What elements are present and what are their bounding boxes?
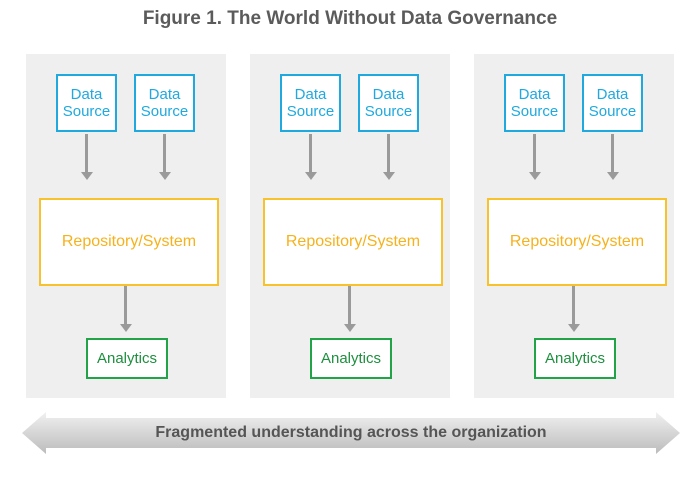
- data-source-box: Data Source: [504, 74, 565, 132]
- analytics-box: Analytics: [534, 338, 616, 379]
- footer-caption: Fragmented understanding across the orga…: [155, 424, 547, 441]
- down-arrow-icon: [607, 134, 619, 180]
- down-arrow-icon: [529, 134, 541, 180]
- down-arrow-icon: [344, 286, 356, 332]
- data-source-label-line1: Data: [596, 86, 629, 103]
- analytics-box: Analytics: [310, 338, 392, 379]
- data-source-label-line2: Source: [140, 103, 189, 120]
- down-arrow-icon: [568, 286, 580, 332]
- down-arrow-icon: [81, 134, 93, 180]
- system-panel-3: Data Source Data Source Repository/Syste…: [474, 54, 674, 398]
- repository-system-box: Repository/System: [487, 198, 667, 286]
- data-source-box: Data Source: [56, 74, 117, 132]
- fragmented-understanding-band: Fragmented understanding across the orga…: [22, 412, 680, 454]
- down-arrow-icon: [120, 286, 132, 332]
- down-arrow-icon: [383, 134, 395, 180]
- data-source-label-line2: Source: [286, 103, 335, 120]
- analytics-box: Analytics: [86, 338, 168, 379]
- data-source-box: Data Source: [134, 74, 195, 132]
- system-panel-1: Data Source Data Source Repository/Syste…: [26, 54, 226, 398]
- figure-title: Figure 1. The World Without Data Governa…: [142, 8, 558, 29]
- data-source-label-line2: Source: [510, 103, 559, 120]
- data-source-label-line1: Data: [294, 86, 327, 103]
- data-source-label-line2: Source: [364, 103, 413, 120]
- down-arrow-icon: [305, 134, 317, 180]
- data-source-label-line1: Data: [372, 86, 405, 103]
- data-source-label-line1: Data: [70, 86, 103, 103]
- double-arrow-icon: [22, 412, 680, 454]
- repository-system-box: Repository/System: [263, 198, 443, 286]
- system-panel-2: Data Source Data Source Repository/Syste…: [250, 54, 450, 398]
- data-source-label-line2: Source: [588, 103, 637, 120]
- data-source-box: Data Source: [582, 74, 643, 132]
- data-source-label-line1: Data: [148, 86, 181, 103]
- data-source-box: Data Source: [280, 74, 341, 132]
- data-source-label-line2: Source: [62, 103, 111, 120]
- data-source-box: Data Source: [358, 74, 419, 132]
- down-arrow-icon: [159, 134, 171, 180]
- data-source-label-line1: Data: [518, 86, 551, 103]
- repository-system-box: Repository/System: [39, 198, 219, 286]
